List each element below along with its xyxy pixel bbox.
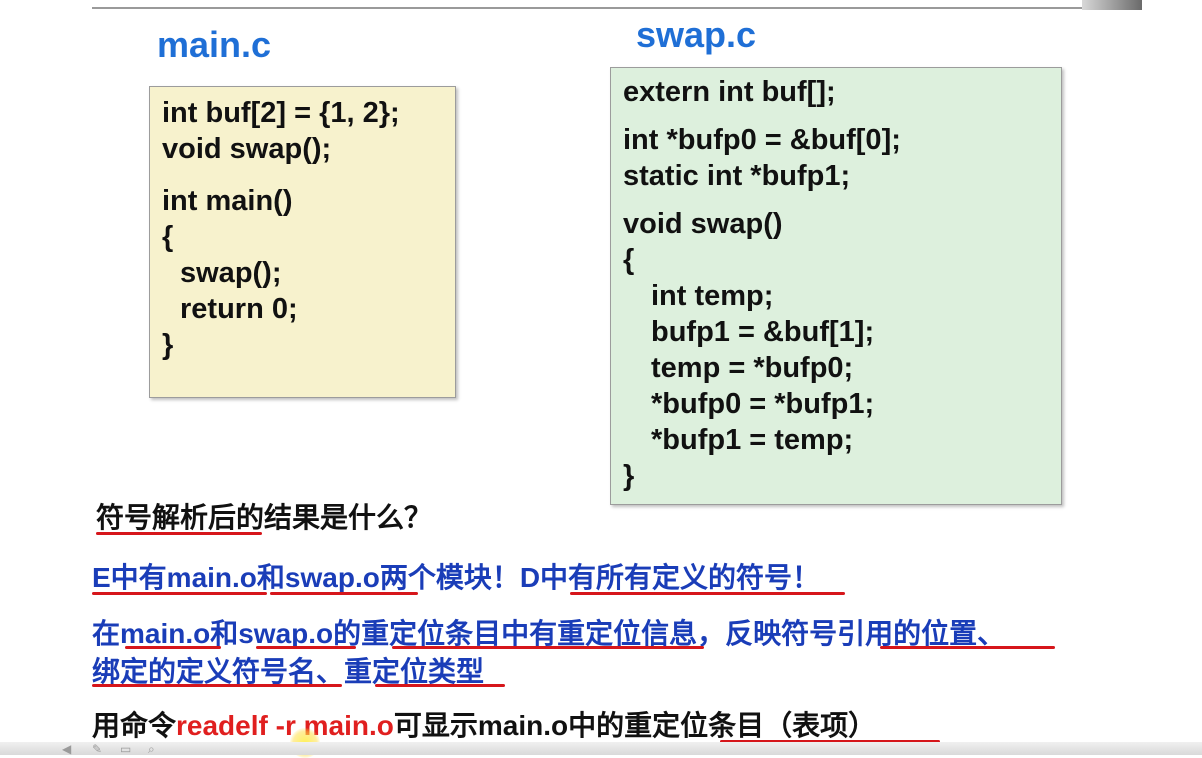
previous-slide-icon[interactable]: ◀ [62, 742, 72, 756]
code-line: *bufp0 = *bufp1; [651, 388, 875, 420]
annotation-underline [270, 592, 418, 595]
main-c-code-box: int buf[2] = {1, 2}; void swap(); int ma… [149, 86, 456, 398]
code-line: { [162, 221, 174, 253]
annotation-underline [375, 684, 505, 687]
annotation-underline [96, 532, 262, 535]
question-text: 符号解析后的结果是什么？ [96, 502, 433, 533]
code-line: void swap(); [162, 133, 332, 165]
annotation-underline [256, 646, 356, 649]
command-prefix: 用命令 [92, 710, 177, 741]
annotation-underline [880, 646, 1055, 649]
annotation-underline [570, 592, 845, 595]
code-line: int main() [162, 185, 293, 217]
command-suffix: 可显示main.o中的重定位条目（表项） [393, 710, 877, 741]
main-c-title: main.c [157, 24, 272, 65]
slides-icon[interactable]: ▭ [120, 742, 132, 756]
annotation-underline [92, 592, 267, 595]
slide-corner-mark [1082, 0, 1142, 10]
pen-icon[interactable]: ✎ [92, 742, 103, 756]
command-line: 用命令readelf -r main.o可显示main.o中的重定位条目（表项） [92, 704, 876, 744]
presentation-toolbar [0, 742, 1202, 755]
annotation-underline [92, 684, 342, 687]
zoom-icon[interactable]: ⌕ [148, 742, 155, 756]
code-line: static int *bufp1; [623, 160, 851, 192]
answer-line-modules: E中有main.o和swap.o两个模块！D中有所有定义的符号！ [92, 562, 821, 593]
code-line: } [162, 329, 174, 361]
swap-c-title: swap.c [636, 14, 757, 55]
code-line: int buf[2] = {1, 2}; [162, 97, 400, 129]
annotation-underline [125, 646, 221, 649]
annotation-underline [720, 740, 940, 743]
code-line: { [623, 244, 635, 276]
code-line: bufp1 = &buf[1]; [651, 316, 875, 348]
answer-line-binding: 绑定的定义符号名、重定位类型 [92, 656, 485, 687]
slide-top-rule [92, 7, 1132, 9]
code-line: int *bufp0 = &buf[0]; [623, 124, 901, 156]
swap-c-code-box: extern int buf[]; int *bufp0 = &buf[0]; … [610, 67, 1062, 505]
code-line: int temp; [651, 280, 774, 312]
code-line: return 0; [180, 293, 298, 325]
code-line: swap(); [180, 257, 282, 289]
code-line: void swap() [623, 208, 783, 240]
code-line: *bufp1 = temp; [651, 424, 854, 456]
readelf-command: readelf -r main.o [176, 710, 394, 741]
code-line: extern int buf[]; [623, 76, 836, 108]
code-line: } [623, 460, 635, 492]
answer-line-relocation: 在main.o和swap.o的重定位条目中有重定位信息，反映符号引用的位置、 [92, 618, 1006, 649]
annotation-underline [392, 646, 704, 649]
code-line: temp = *bufp0; [651, 352, 854, 384]
